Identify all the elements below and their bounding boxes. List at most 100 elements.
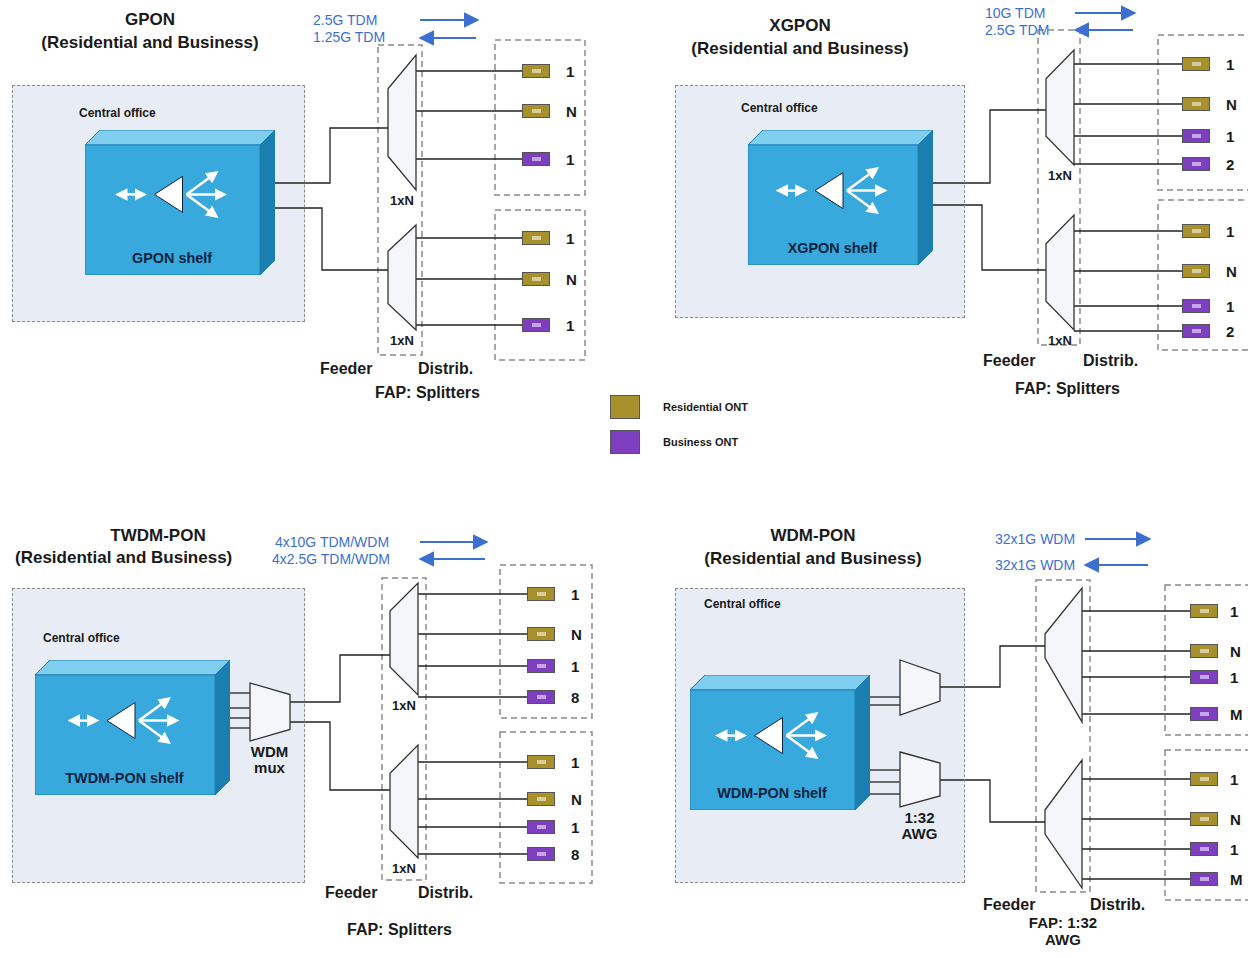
ont-symbol bbox=[1182, 264, 1210, 278]
fibre-connector bbox=[418, 826, 527, 827]
legend-text: Business ONT bbox=[663, 436, 738, 448]
ont-display bbox=[1192, 134, 1201, 138]
fibre-connector bbox=[418, 633, 527, 634]
ont-display bbox=[1200, 675, 1209, 679]
ont-display bbox=[532, 109, 541, 113]
fibre-connector bbox=[230, 707, 250, 708]
fibre-connector bbox=[1074, 163, 1182, 164]
office-label: Central office bbox=[741, 101, 964, 115]
panel-title: XGPON bbox=[769, 16, 830, 36]
ont-display bbox=[1192, 329, 1201, 333]
ont-number: N bbox=[566, 103, 577, 120]
ont-symbol bbox=[527, 659, 555, 673]
fibre-connector bbox=[418, 593, 527, 594]
legend-text: Residential ONT bbox=[663, 401, 748, 413]
ont-symbol bbox=[1182, 157, 1210, 171]
label-box: Feeder bbox=[983, 352, 1035, 370]
ont-number: M bbox=[1230, 871, 1243, 888]
panel-title: WDM-PON bbox=[771, 526, 856, 546]
fibre-connector bbox=[416, 324, 522, 325]
fibre-connector bbox=[1074, 135, 1182, 136]
splitter-ratio: 1xN bbox=[388, 333, 416, 348]
fibre-connector bbox=[1074, 330, 1182, 331]
label-box: Distrib. bbox=[1090, 896, 1145, 914]
section-label: Feeder bbox=[320, 360, 372, 378]
ont-symbol bbox=[1190, 644, 1218, 658]
label-box: 1.25G TDM bbox=[313, 29, 385, 45]
business-ont: 1 bbox=[1182, 127, 1234, 145]
ont-symbol bbox=[522, 231, 550, 245]
optical-splitter: 1xN bbox=[390, 745, 418, 876]
wdm-multiplexer: WDM mux bbox=[250, 683, 290, 777]
panel-title: (Residential and Business) bbox=[15, 548, 232, 568]
ont-number: N bbox=[566, 271, 577, 288]
ont-number: 1 bbox=[571, 819, 579, 836]
ont-symbol bbox=[1182, 224, 1210, 238]
business-ont: 1 bbox=[1182, 297, 1234, 315]
label-box: XGPON bbox=[769, 16, 830, 36]
label-box: WDM-PON bbox=[771, 526, 856, 546]
ont-number: 1 bbox=[1230, 603, 1238, 620]
ont-display bbox=[1192, 162, 1201, 166]
ont-symbol bbox=[527, 690, 555, 704]
label-box: 32x1G WDM bbox=[995, 531, 1075, 547]
residential-ont: N bbox=[1190, 810, 1241, 828]
shelf-label: XGPON shelf bbox=[748, 240, 918, 256]
label-box: Distrib. bbox=[1083, 352, 1138, 370]
ont-number: 1 bbox=[566, 63, 574, 80]
fibre-connector bbox=[1074, 230, 1182, 231]
ont-number: 1 bbox=[1230, 669, 1238, 686]
shelf-label: TWDM-PON shelf bbox=[35, 770, 215, 786]
label-box: Distrib. bbox=[418, 884, 473, 902]
mux-label: 1:32 AWG bbox=[894, 810, 946, 843]
ont-symbol bbox=[522, 318, 550, 332]
shelf-label: WDM-PON shelf bbox=[690, 785, 855, 801]
ont-number: 2 bbox=[1226, 156, 1234, 173]
ont-display bbox=[532, 236, 541, 240]
optical-splitter: 1xN bbox=[1046, 215, 1074, 348]
section-label: Distrib. bbox=[1090, 896, 1145, 914]
ont-symbol bbox=[1182, 57, 1210, 71]
residential-ont: N bbox=[1182, 95, 1237, 113]
ont-display bbox=[1200, 649, 1209, 653]
business-ont: 1 bbox=[527, 818, 579, 836]
section-label: Feeder bbox=[983, 352, 1035, 370]
ont-symbol bbox=[527, 627, 555, 641]
label-box: Feeder bbox=[983, 896, 1035, 914]
ont-display bbox=[532, 277, 541, 281]
ont-symbol bbox=[527, 755, 555, 769]
office-label: Central office bbox=[43, 631, 304, 645]
ont-display bbox=[537, 852, 546, 856]
fibre-connector bbox=[418, 665, 527, 666]
section-label: FAP: Splitters bbox=[1015, 380, 1120, 398]
ont-number: N bbox=[1230, 811, 1241, 828]
shelf-label: GPON shelf bbox=[85, 250, 260, 266]
section-label: Distrib. bbox=[1083, 352, 1138, 370]
ont-display bbox=[1200, 609, 1209, 613]
ont-number: 1 bbox=[571, 658, 579, 675]
label-box: TWDM-PON bbox=[110, 526, 205, 546]
fibre-connector bbox=[416, 158, 522, 159]
ont-display bbox=[532, 323, 541, 327]
ont-number: 1 bbox=[566, 151, 574, 168]
ont-display bbox=[537, 592, 546, 596]
legend-swatch bbox=[610, 395, 640, 419]
fibre-connector bbox=[933, 110, 1047, 183]
ont-number: 1 bbox=[566, 317, 574, 334]
fibre-connector bbox=[418, 853, 527, 854]
section-label: FAP: 1:32 AWG bbox=[1022, 914, 1104, 948]
label-box: (Residential and Business) bbox=[691, 39, 908, 59]
fibre-connector bbox=[416, 110, 522, 111]
label-box: (Residential and Business) bbox=[15, 548, 232, 568]
line-rate: 4x2.5G TDM/WDM bbox=[272, 551, 390, 567]
fibre-connector bbox=[275, 208, 389, 270]
residential-ont: 1 bbox=[527, 753, 579, 771]
ont-number: 8 bbox=[571, 846, 579, 863]
splitter-drawing bbox=[390, 745, 418, 858]
residential-ont: 1 bbox=[522, 62, 574, 80]
label-box: 4x10G TDM/WDM bbox=[275, 534, 389, 550]
splitter-ratio: 1xN bbox=[390, 861, 418, 876]
ont-symbol bbox=[1190, 670, 1218, 684]
section-label: Distrib. bbox=[418, 884, 473, 902]
business-ont: 8 bbox=[527, 688, 579, 706]
